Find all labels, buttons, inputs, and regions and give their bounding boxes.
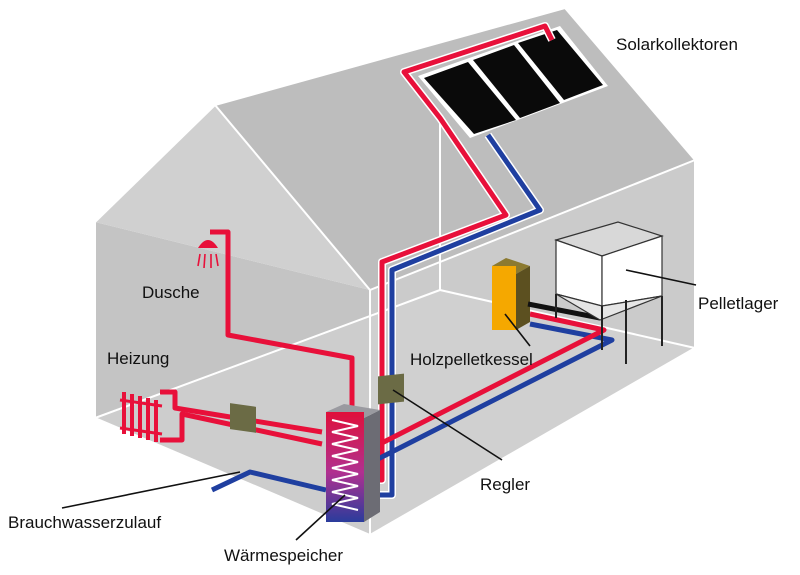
label-solar-collectors: Solarkollektoren [616, 35, 738, 54]
solar-return-pipe [376, 133, 543, 498]
leader-cold-water [61, 471, 241, 509]
shower-head-icon [197, 240, 219, 269]
heating-controller-box [230, 403, 256, 433]
solar-collectors [418, 26, 608, 138]
label-heating: Heizung [107, 349, 169, 368]
leader-controller [392, 389, 503, 461]
label-controller: Regler [480, 475, 530, 494]
house-edge-floor-right [439, 289, 696, 349]
tank-top [326, 404, 380, 418]
house-edge-front-left [214, 104, 371, 291]
label-pellet-boiler: Holzpelletkessel [410, 350, 533, 369]
boiler-loop-pipes [374, 311, 615, 463]
label-cold-water-supply: Brauchwasserzulauf [8, 513, 161, 532]
house-edge-eave [369, 159, 696, 291]
solar-panel-2 [473, 45, 560, 118]
leader-pellet-store [625, 269, 697, 286]
label-heat-storage: Wärmespeicher [224, 546, 343, 565]
heat-storage-tank [326, 404, 380, 522]
tank-side [364, 410, 380, 522]
boiler-feed-pipe [527, 301, 601, 321]
cold-water-supply-pipe [210, 469, 327, 493]
solar-panel-1 [424, 62, 516, 134]
pellet-boiler [492, 258, 601, 330]
solar-panel-3 [518, 30, 603, 100]
radiator-icon [119, 392, 163, 442]
leader-boiler [504, 313, 531, 347]
leader-storage [295, 494, 346, 541]
controller-box [378, 373, 404, 405]
shower-pipe [210, 229, 355, 410]
label-shower: Dusche [142, 283, 200, 302]
house-gable [95, 105, 370, 290]
boiler-front [492, 266, 516, 330]
label-pellet-store: Pelletlager [698, 294, 779, 313]
boiler-flow-pipe [374, 311, 607, 449]
leader-lines [61, 269, 697, 541]
boiler-side [516, 266, 530, 330]
boiler-return-pipe [374, 321, 615, 463]
